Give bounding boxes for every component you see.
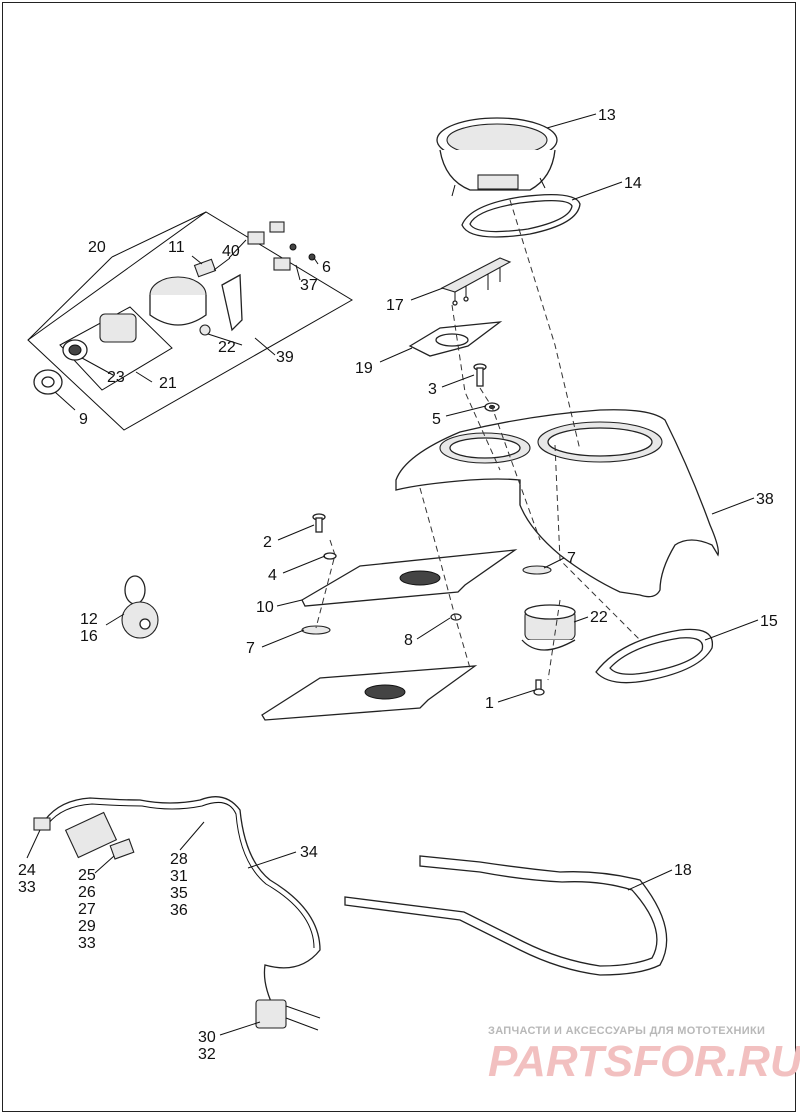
- seal-strip: [344, 855, 668, 976]
- watermark-brand: PARTSFOR.RU: [488, 1037, 800, 1086]
- callout-15: 15: [760, 613, 778, 630]
- callout-labels: 13 14 17 19 3 5 38 2 4 7 10 22 7 15 8 1 …: [18, 107, 778, 1063]
- callout-28: 28: [170, 851, 188, 868]
- callout-19: 19: [355, 360, 373, 377]
- mounting-plate-upper: [301, 549, 518, 607]
- screw-2: [312, 513, 326, 533]
- wiring-harness: [33, 796, 321, 1031]
- mounting-plate-lower: [261, 665, 478, 721]
- grommet-7a: [522, 565, 552, 575]
- callout-4: 4: [268, 567, 277, 584]
- callout-29: 29: [78, 918, 96, 935]
- gasket-plate: [408, 321, 503, 357]
- washer-8: [450, 613, 462, 621]
- callout-35: 35: [170, 885, 188, 902]
- callout-27: 27: [78, 901, 96, 918]
- callout-6: 6: [322, 259, 331, 276]
- ignition-switch-22: [521, 604, 576, 651]
- callout-22-switch: 22: [590, 609, 608, 626]
- callout-17: 17: [386, 297, 404, 314]
- gauge-bracket: [440, 257, 512, 306]
- callout-3: 3: [428, 381, 437, 398]
- callout-8: 8: [404, 632, 413, 649]
- callout-33-b: 33: [78, 935, 96, 952]
- callout-37: 37: [300, 277, 318, 294]
- callout-10: 10: [256, 599, 274, 616]
- callout-26: 26: [78, 884, 96, 901]
- console-housing: [395, 409, 719, 598]
- callout-21: 21: [159, 375, 177, 392]
- callout-36: 36: [170, 902, 188, 919]
- callout-16: 16: [80, 628, 98, 645]
- callout-9: 9: [79, 411, 88, 428]
- watermark: ЗАПЧАСТИ И АКСЕССУАРЫ ДЛЯ МОТОТЕХНИКИ PA…: [488, 1025, 800, 1086]
- callout-24: 24: [18, 862, 36, 879]
- callout-13: 13: [598, 107, 616, 124]
- switch-kit-parts: [33, 221, 316, 395]
- callout-1: 1: [485, 695, 494, 712]
- callout-2: 2: [263, 534, 272, 551]
- screw-1: [533, 679, 545, 696]
- callout-5: 5: [432, 411, 441, 428]
- callout-33-a: 33: [18, 879, 36, 896]
- callout-22-kit: 22: [218, 339, 236, 356]
- watermark-caption: ЗАПЧАСТИ И АКСЕССУАРЫ ДЛЯ МОТОТЕХНИКИ: [488, 1025, 765, 1037]
- callout-7-lower: 7: [246, 640, 255, 657]
- trim-ring-15: [595, 628, 714, 684]
- callout-31: 31: [170, 868, 188, 885]
- callout-11: 11: [168, 239, 185, 256]
- key-fob: [121, 575, 159, 639]
- callout-18: 18: [674, 862, 692, 879]
- gauge-gasket-ring: [461, 194, 581, 238]
- callout-34: 34: [300, 844, 318, 861]
- callout-30: 30: [198, 1029, 216, 1046]
- callout-7-upper: 7: [567, 550, 576, 567]
- leader-lines: [26, 113, 759, 1036]
- callout-25: 25: [78, 867, 96, 884]
- grommet-7b: [301, 625, 331, 635]
- callout-20: 20: [88, 239, 106, 256]
- callout-40: 40: [222, 243, 240, 260]
- screw-3: [473, 363, 487, 387]
- callout-32: 32: [198, 1046, 216, 1063]
- callout-12: 12: [80, 611, 98, 628]
- speedometer-gauge: [436, 117, 558, 197]
- callout-38: 38: [756, 491, 774, 508]
- callout-23: 23: [107, 369, 125, 386]
- callout-14: 14: [624, 175, 642, 192]
- callout-39: 39: [276, 349, 294, 366]
